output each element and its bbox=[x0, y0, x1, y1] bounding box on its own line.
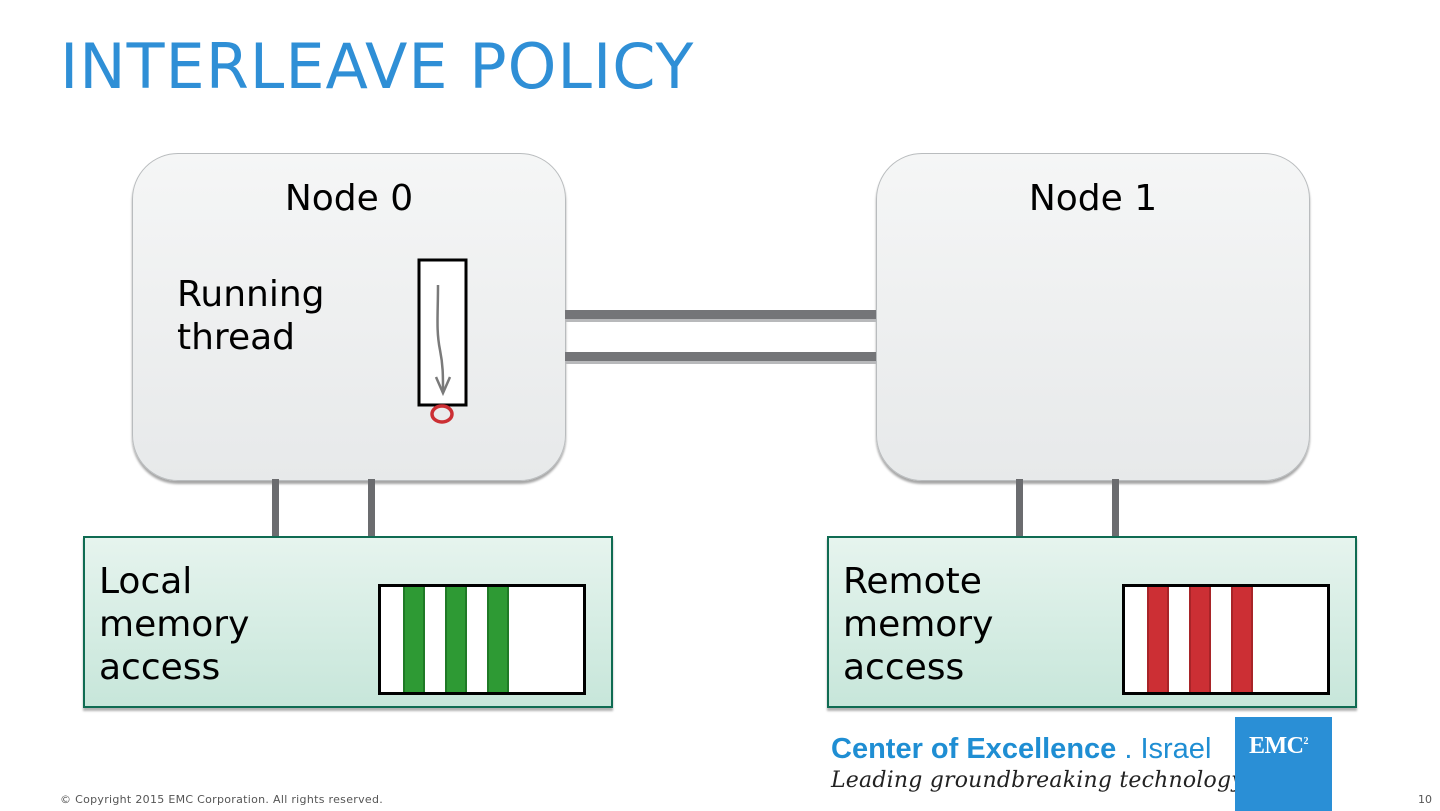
page-number: 10 bbox=[1418, 793, 1432, 806]
remote-memory-label-line3: access bbox=[843, 647, 965, 688]
local-page-stripe bbox=[445, 587, 467, 692]
local-memory-pages bbox=[378, 584, 586, 695]
remote-memory-label-line2: memory bbox=[843, 604, 994, 645]
node-0: Node 0 bbox=[132, 153, 566, 481]
remote-memory-label-line1: Remote bbox=[843, 561, 982, 602]
brand-tagline: Leading groundbreaking technology bbox=[831, 768, 1244, 793]
remote-page-stripe bbox=[1147, 587, 1169, 692]
emc-logo-word: EMC bbox=[1249, 733, 1304, 759]
remote-memory-panel: Remote memory access bbox=[827, 536, 1357, 708]
node-1-label: Node 1 bbox=[1028, 178, 1158, 219]
local-memory-label-line3: access bbox=[99, 647, 221, 688]
local-memory-label: Local memory access bbox=[99, 560, 249, 689]
emc-logo: EMC2 bbox=[1235, 717, 1332, 811]
local-page-stripe bbox=[403, 587, 425, 692]
coe-light-text: . Israel bbox=[1116, 733, 1212, 765]
center-of-excellence-brand: Center of Excellence . Israel bbox=[831, 733, 1211, 766]
thread-arrow-head bbox=[434, 376, 452, 397]
local-memory-panel: Local memory access bbox=[83, 536, 613, 708]
local-memory-label-line2: memory bbox=[99, 604, 250, 645]
running-thread-label-line1: Running bbox=[177, 274, 325, 315]
running-thread-label-line2: thread bbox=[177, 317, 296, 358]
remote-page-stripe bbox=[1189, 587, 1211, 692]
remote-memory-pages bbox=[1122, 584, 1330, 695]
running-thread-label: Running thread bbox=[177, 273, 325, 359]
remote-page-stripe bbox=[1231, 587, 1253, 692]
coe-bold-text: Center of Excellence bbox=[831, 733, 1117, 765]
local-memory-label-line1: Local bbox=[99, 561, 193, 602]
node-1-memory-link-a bbox=[1016, 479, 1023, 539]
node-0-memory-link-b bbox=[368, 479, 375, 539]
slide-title: INTERLEAVE POLICY bbox=[60, 30, 695, 103]
node-1: Node 1 bbox=[876, 153, 1310, 481]
node-1-memory-link-b bbox=[1112, 479, 1119, 539]
thread-icon bbox=[417, 258, 468, 424]
interconnect-link-top bbox=[565, 310, 876, 322]
thread-marker-icon bbox=[430, 404, 454, 424]
remote-memory-label: Remote memory access bbox=[843, 560, 993, 689]
interconnect-link-bottom bbox=[565, 352, 876, 364]
node-0-memory-link-a bbox=[272, 479, 279, 539]
local-page-stripe bbox=[487, 587, 509, 692]
node-0-label: Node 0 bbox=[284, 178, 414, 219]
copyright-notice: © Copyright 2015 EMC Corporation. All ri… bbox=[60, 793, 384, 806]
thread-arrow bbox=[436, 284, 445, 391]
emc-logo-sup: 2 bbox=[1303, 736, 1309, 747]
emc-logo-text: EMC2 bbox=[1249, 733, 1308, 760]
